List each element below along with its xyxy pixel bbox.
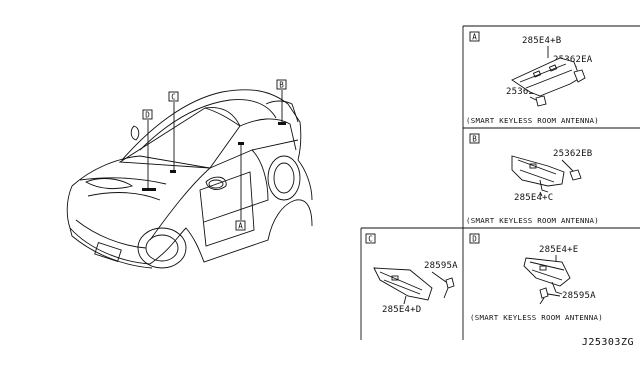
svg-text:B: B <box>279 81 284 90</box>
callout-d: D <box>142 109 153 120</box>
part-label-25362eb: 25362EB <box>553 149 592 159</box>
callout-a: A <box>235 220 246 231</box>
panel-c: C 28595A 285E4+D <box>365 233 458 315</box>
antenna-mark-b <box>278 122 286 125</box>
svg-text:D: D <box>145 111 150 120</box>
car-illustration <box>66 89 313 269</box>
clip-25362e-shape <box>535 95 547 107</box>
diagram-reference: J25303ZG <box>582 337 634 348</box>
clip-25362eb-shape <box>569 169 582 181</box>
svg-text:C: C <box>171 93 176 102</box>
part-label-28595a-c: 28595A <box>424 261 458 271</box>
svg-text:A: A <box>472 33 477 42</box>
svg-text:C: C <box>368 235 373 244</box>
panel-d-caption: (SMART KEYLESS ROOM ANTENNA) <box>470 313 603 322</box>
panel-a-caption: (SMART KEYLESS ROOM ANTENNA) <box>466 116 599 125</box>
panel-a: A 285E4+B 25362EA 25362E (SMART KEYLESS … <box>466 31 599 125</box>
panel-d: D 285E4+E 28595A (SMART KEYLESS ROOM ANT… <box>469 233 603 322</box>
panel-b: B 25362EB 285E4+C (SMART KEYLESS ROOM AN… <box>466 133 599 225</box>
clip-25362ea-shape <box>573 69 586 83</box>
panel-frames <box>360 25 640 340</box>
part-label-25362ea: 25362EA <box>553 55 593 65</box>
antenna-b-shape <box>511 155 565 187</box>
antenna-mark-d <box>142 188 156 191</box>
svg-text:A: A <box>238 222 243 231</box>
part-label-285e4d: 285E4+D <box>382 305 421 315</box>
panel-b-caption: (SMART KEYLESS ROOM ANTENNA) <box>466 216 599 225</box>
svg-text:D: D <box>472 235 477 244</box>
antenna-mark-a <box>238 142 244 145</box>
part-label-285e4e: 285E4+E <box>539 245 578 255</box>
part-label-25362e: 25362E <box>506 87 540 97</box>
antenna-mark-c <box>170 170 176 173</box>
bolt-c-shape <box>445 277 455 289</box>
svg-text:B: B <box>472 135 477 144</box>
callout-b: B <box>276 79 287 90</box>
bolt-d-shape <box>539 287 549 299</box>
part-label-285e4c: 285E4+C <box>514 193 553 203</box>
part-label-285e4b: 285E4+B <box>522 36 561 46</box>
part-label-28595a-d: 28595A <box>562 291 596 301</box>
callout-c: C <box>168 91 179 102</box>
